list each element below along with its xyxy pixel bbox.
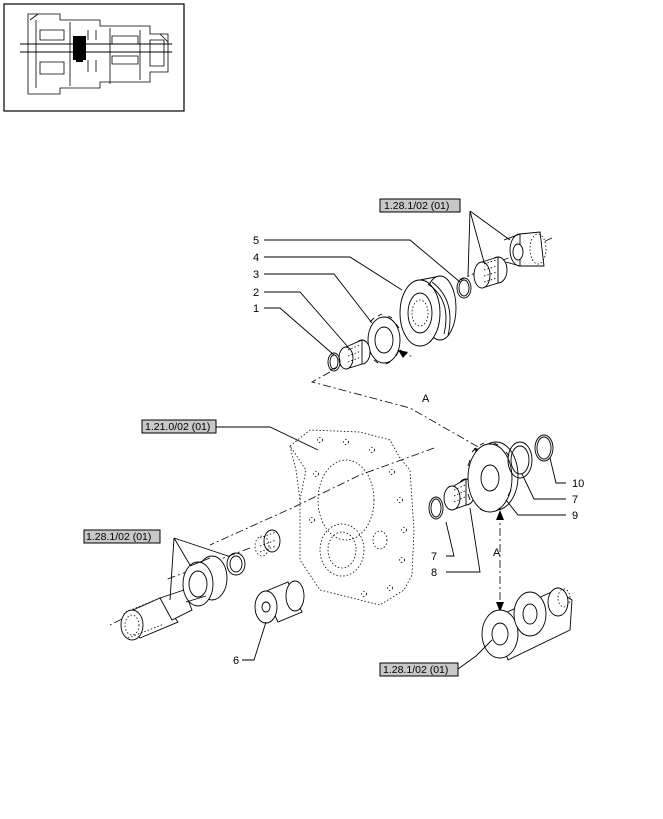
axis-marker-a-lower: A xyxy=(493,547,501,559)
part-9-spur-gear xyxy=(467,441,519,513)
callout-3: 3 xyxy=(253,269,259,281)
axis-arrow-down-icon xyxy=(496,602,504,612)
svg-text:1.28.1/02 (01): 1.28.1/02 (01) xyxy=(384,200,449,212)
callout-4: 4 xyxy=(253,252,259,264)
reference-box-left: 1.28.1/02 (01) xyxy=(83,529,161,544)
axis-arrow-up-lower-icon xyxy=(496,510,504,520)
part-6-sleeve xyxy=(254,580,305,624)
part-3-spur-gear xyxy=(366,313,401,365)
transmission-outline-icon xyxy=(20,13,172,95)
part-7-snap-ring-middle xyxy=(428,496,444,520)
svg-text:1.28.1/02 (01): 1.28.1/02 (01) xyxy=(86,531,151,543)
transmission-housing-plate xyxy=(289,429,415,606)
upper-needle-bearing xyxy=(473,256,508,289)
part-7-thrust-washer xyxy=(507,441,533,479)
callout-numbers: 1 2 3 4 5 6 7 7 8 9 10 xyxy=(233,235,584,667)
part-10-snap-ring xyxy=(534,434,554,462)
callout-10: 10 xyxy=(572,478,584,490)
highlighted-section-marker xyxy=(73,36,86,60)
left-needle-bearing xyxy=(254,529,281,557)
left-ball-bearing xyxy=(182,555,228,607)
callout-9: 9 xyxy=(572,510,578,522)
axis-arrow-up-icon xyxy=(398,350,408,358)
part-2-needle-bearing xyxy=(338,339,371,370)
part-4-synchro-hub xyxy=(399,275,457,347)
left-circlip xyxy=(226,552,246,576)
svg-text:1.21.0/02 (01): 1.21.0/02 (01) xyxy=(145,421,210,433)
callout-leaders xyxy=(169,210,566,670)
reference-box-bottom: 1.28.1/02 (01) xyxy=(379,662,459,677)
axis-marker-a-upper: A xyxy=(422,393,430,405)
callout-7-right: 7 xyxy=(572,494,578,506)
callout-2: 2 xyxy=(253,287,259,299)
callout-8: 8 xyxy=(431,567,437,579)
reference-box-top: 1.28.1/02 (01) xyxy=(379,198,461,213)
callout-5: 5 xyxy=(253,235,259,247)
callout-1: 1 xyxy=(253,303,259,315)
lower-gear-shaft xyxy=(481,587,573,661)
upper-snap-ring xyxy=(456,277,472,299)
left-splined-shaft xyxy=(120,589,193,641)
callout-6: 6 xyxy=(233,655,239,667)
svg-text:1.28.1/02 (01): 1.28.1/02 (01) xyxy=(383,664,448,676)
callout-7-middle: 7 xyxy=(431,551,437,563)
upper-splined-shaft xyxy=(503,231,547,267)
locator-thumbnail xyxy=(3,3,185,112)
highlighted-section-marker-lower xyxy=(76,56,83,62)
reference-box-housing: 1.21.0/02 (01) xyxy=(141,419,217,434)
